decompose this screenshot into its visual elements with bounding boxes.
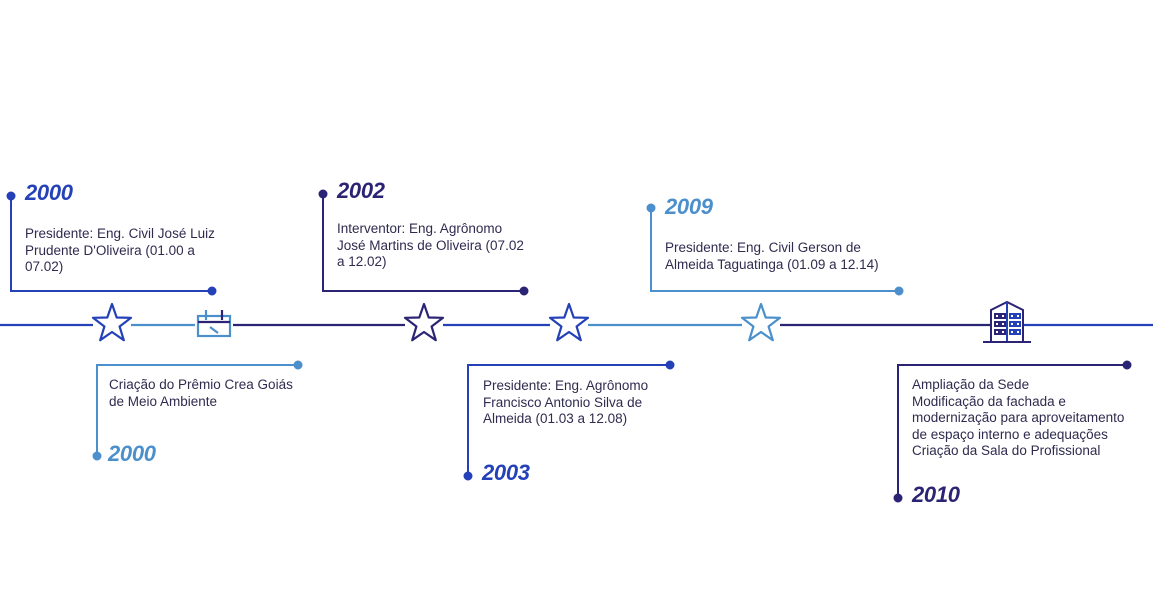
event-description: Interventor: Eng. Agrônomo José Martins …: [337, 221, 524, 269]
calendar-icon: [196, 310, 232, 338]
event-description: Presidente: Eng. Agrônomo Francisco Anto…: [483, 378, 649, 426]
star-icon: [403, 302, 445, 342]
star-icon: [740, 302, 782, 342]
connector-2010: [893, 360, 1132, 503]
event-year: 2002: [337, 178, 385, 203]
event-year: 2009: [665, 194, 713, 219]
event-year: 2000: [108, 441, 156, 466]
event-description: Ampliação da Sede Modificação da fachada…: [912, 377, 1125, 458]
connector-2000-b: [92, 360, 303, 461]
connector-2009: [646, 203, 904, 296]
connector-2003: [463, 360, 675, 481]
event-year: 2000: [25, 180, 73, 205]
connector-2000-a: [6, 191, 217, 296]
event-description: Presidente: Eng. Civil José Luiz Prudent…: [25, 226, 215, 274]
connector-2002: [318, 189, 529, 296]
event-year: 2003: [482, 460, 530, 485]
star-icon: [91, 302, 133, 342]
event-year: 2010: [912, 482, 960, 507]
event-description: Criação do Prêmio Crea Goiás de Meio Amb…: [109, 377, 293, 409]
star-icon: [548, 302, 590, 342]
building-icon: [983, 300, 1031, 343]
event-description: Presidente: Eng. Civil Gerson de Almeida…: [665, 240, 879, 272]
